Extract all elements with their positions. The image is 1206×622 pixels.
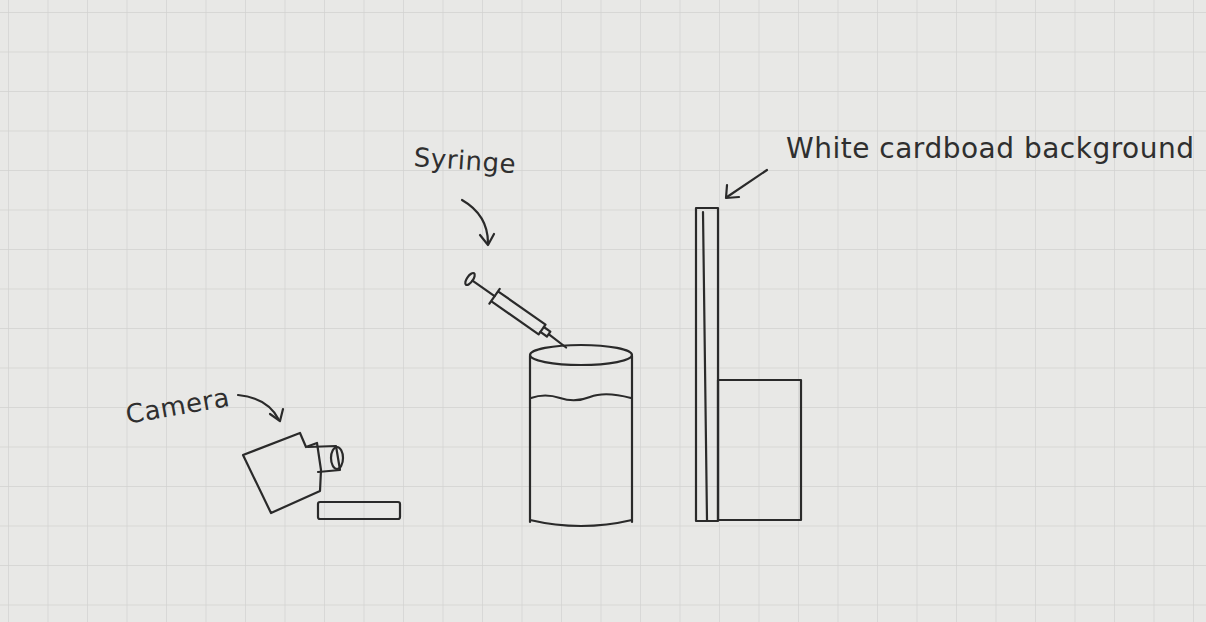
cardboard-background (696, 208, 718, 521)
leader-arrow (462, 200, 488, 243)
camera-body (243, 433, 321, 513)
camera-lens (331, 447, 343, 469)
arrow-head (480, 234, 494, 245)
beaker-base (530, 520, 632, 526)
beaker-wall (631, 356, 633, 522)
cardboard-edge (703, 212, 707, 520)
arrow-head (270, 409, 283, 421)
syringe-plunger (472, 281, 494, 296)
syringe-needle (540, 327, 568, 349)
arrow-head (726, 185, 739, 198)
syringe-plunger-head (464, 272, 477, 287)
syringe-barrel (489, 289, 547, 337)
leader-arrow (727, 170, 767, 197)
support-block (718, 380, 801, 520)
beaker-wall (529, 356, 531, 522)
water-line (531, 394, 631, 400)
syringe (462, 270, 571, 354)
callout-label: White cardboad background (786, 132, 1195, 165)
beaker-rim (530, 345, 632, 365)
camera-stand (318, 502, 400, 519)
